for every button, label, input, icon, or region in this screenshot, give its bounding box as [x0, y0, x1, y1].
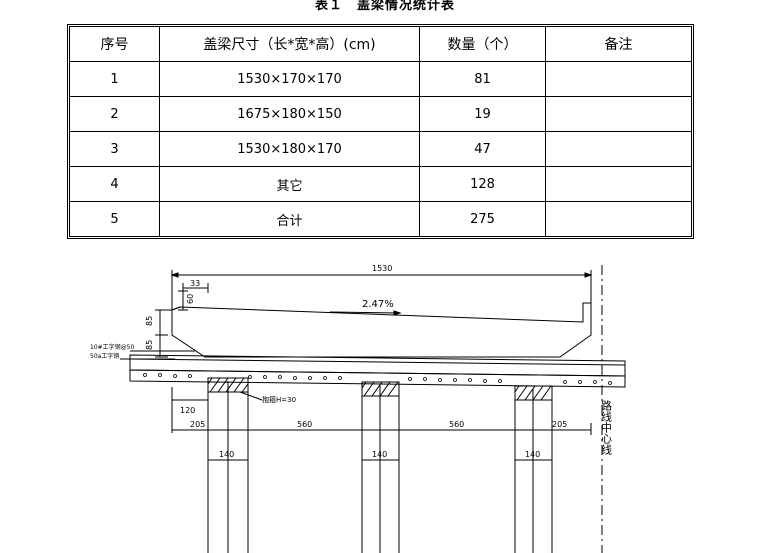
- cell-remark: [546, 132, 691, 167]
- dim-total-label: 1530: [372, 264, 392, 273]
- dim-120-label: 120: [180, 406, 195, 415]
- cell-index: 1: [70, 62, 160, 97]
- cell-count: 128: [420, 167, 546, 202]
- table-row: 5 合计 275: [70, 202, 691, 236]
- cell-size: 1530×180×170: [160, 132, 420, 167]
- cell-size: 1675×180×150: [160, 97, 420, 132]
- table-caption: 表１ 盖梁情况统计表: [314, 0, 455, 13]
- cell-remark: [546, 202, 691, 236]
- cell-index: 3: [70, 132, 160, 167]
- dim-85-top-label: 85: [145, 316, 154, 326]
- dim-140-b-label: 140: [372, 450, 387, 459]
- cell-count: 275: [420, 202, 546, 236]
- dim-33-label: 33: [190, 279, 200, 288]
- steel-10-label: 10#工字钢@50: [90, 343, 134, 351]
- dim-205-right-label: 205: [552, 420, 567, 429]
- dim-140-a-label: 140: [219, 450, 234, 459]
- road-centerline-label: 路线中心线: [600, 400, 613, 455]
- dim-560-right-label: 560: [449, 420, 464, 429]
- dim-205-left-label: 205: [190, 420, 205, 429]
- cell-index: 2: [70, 97, 160, 132]
- dim-85-bottom-label: 85: [145, 340, 154, 350]
- cell-index: 5: [70, 202, 160, 236]
- cell-remark: [546, 97, 691, 132]
- hoop-label: 抱箍H=30: [262, 395, 296, 404]
- header-size: 盖梁尺寸（长*宽*高）(cm): [160, 27, 420, 62]
- capbeam-stats-table: 序号 盖梁尺寸（长*宽*高）(cm) 数量（个） 备注 1 1530×170×1…: [67, 24, 694, 239]
- cell-size: 其它: [160, 167, 420, 202]
- cell-count: 81: [420, 62, 546, 97]
- steel-50-label: 50a工字钢: [90, 352, 119, 360]
- cell-size: 合计: [160, 202, 420, 236]
- dim-60-label: 60: [186, 294, 195, 304]
- capbeam-elevation-drawing: 1530 33 60 85 85 2.47% 10#工字钢@50 50a工字钢 …: [90, 264, 626, 553]
- table-row: 2 1675×180×150 19: [70, 97, 691, 132]
- table-header-row: 序号 盖梁尺寸（长*宽*高）(cm) 数量（个） 备注: [70, 27, 691, 62]
- table-row: 3 1530×180×170 47: [70, 132, 691, 167]
- cell-size: 1530×170×170: [160, 62, 420, 97]
- cell-count: 19: [420, 97, 546, 132]
- cell-count: 47: [420, 132, 546, 167]
- cell-remark: [546, 62, 691, 97]
- dim-140-c-label: 140: [525, 450, 540, 459]
- table-row: 4 其它 128: [70, 167, 691, 202]
- header-remark: 备注: [546, 27, 691, 62]
- dim-560-left-label: 560: [297, 420, 312, 429]
- slope-label: 2.47%: [362, 299, 394, 310]
- cell-index: 4: [70, 167, 160, 202]
- cell-remark: [546, 167, 691, 202]
- header-index: 序号: [70, 27, 160, 62]
- header-count: 数量（个）: [420, 27, 546, 62]
- table-row: 1 1530×170×170 81: [70, 62, 691, 97]
